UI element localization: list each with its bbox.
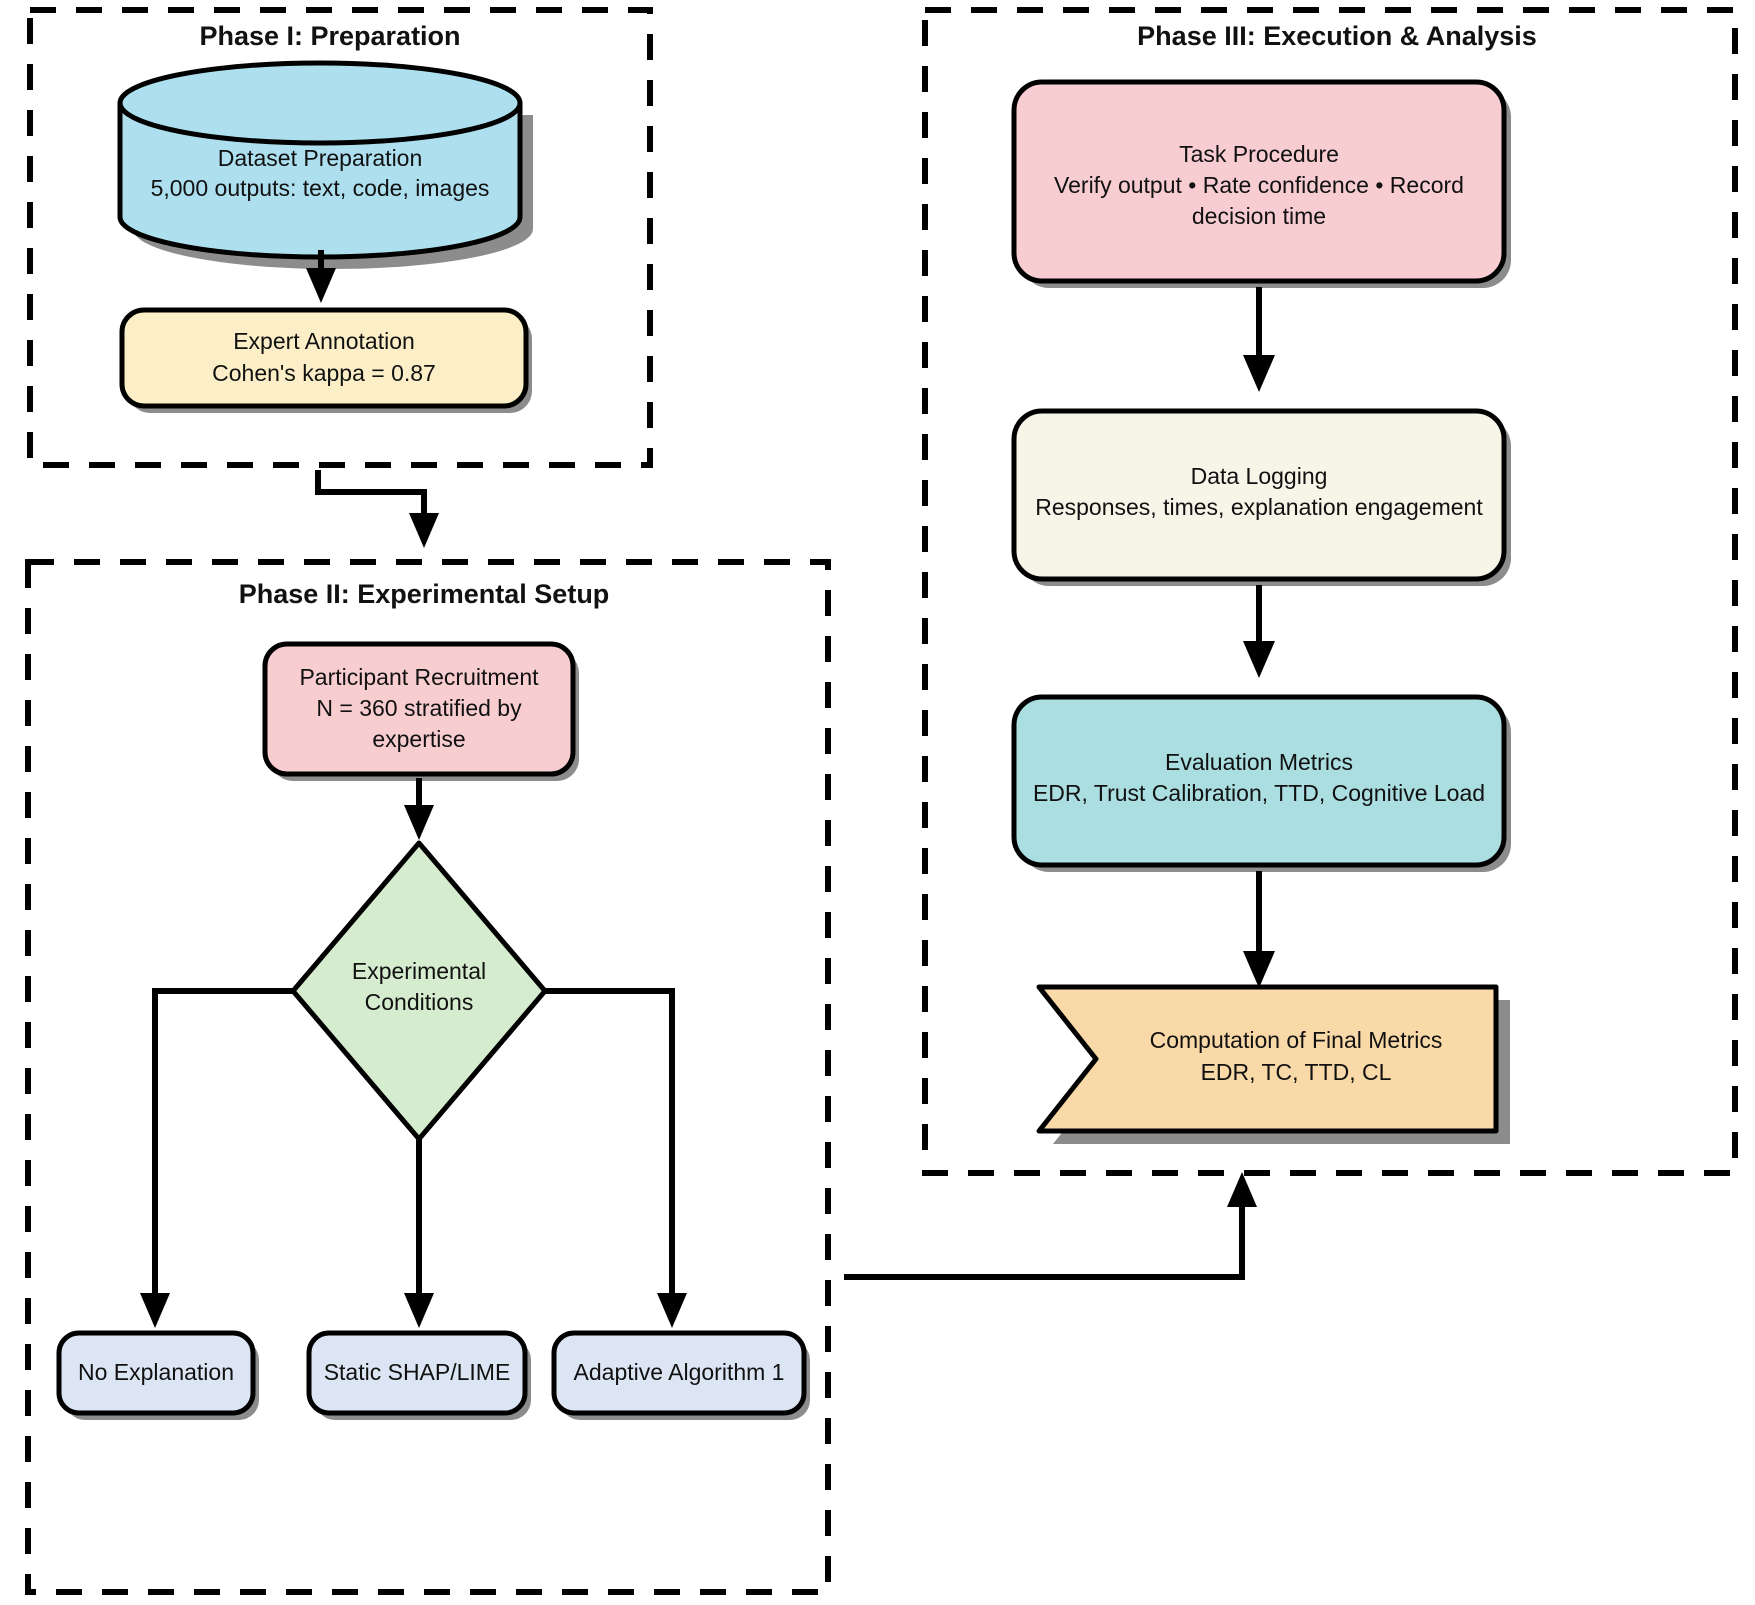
- node-participant-recruitment[interactable]: Participant Recruitment N = 360 stratifi…: [262, 641, 579, 781]
- computation-final-metrics-line-2: EDR, TC, TTD, CL: [1201, 1059, 1392, 1085]
- condition-static-shap-lime-body: [306, 1330, 528, 1416]
- computation-final-metrics-body: [1036, 984, 1499, 1134]
- edge-conditions-to-no-explanation: [140, 988, 293, 1328]
- data-logging-line-1: Data Logging: [1191, 463, 1328, 489]
- condition-adaptive-algorithm-label: Adaptive Algorithm 1: [574, 1359, 785, 1385]
- expert-annotation-line-2: Cohen's kappa = 0.87: [212, 360, 436, 386]
- edge-conditions-to-no-explanation-line: [152, 988, 293, 1307]
- condition-static-shap-lime-label: Static SHAP/LIME: [324, 1359, 511, 1385]
- expert-annotation-line-1: Expert Annotation: [233, 328, 415, 354]
- edge-adaptive-to-phase3: [844, 1172, 1257, 1280]
- participant-recruitment-line-3: expertise: [372, 726, 465, 752]
- condition-no-explanation-label: No Explanation: [78, 1359, 234, 1385]
- phase-1-group: Phase I: Preparation: [27, 7, 653, 468]
- edge-phase1-to-phase2: [315, 470, 439, 548]
- dataset-preparation-line-2: 5,000 outputs: text, code, images: [151, 175, 490, 201]
- phase-3-group: Phase III: Execution & Analysis: [922, 7, 1738, 1176]
- edge-adaptive-to-phase3-line: [844, 1198, 1245, 1280]
- node-task-procedure[interactable]: Task Procedure Verify output • Rate conf…: [1011, 79, 1511, 288]
- phase-1-title: Phase I: Preparation: [199, 21, 460, 51]
- node-data-logging[interactable]: Data Logging Responses, times, explanati…: [1011, 408, 1511, 586]
- edge-conditions-to-no-explanation-arrowhead: [140, 1293, 170, 1328]
- task-procedure-line-3: decision time: [1192, 203, 1326, 229]
- evaluation-metrics-line-1: Evaluation Metrics: [1165, 749, 1353, 775]
- node-dataset-preparation[interactable]: Dataset Preparation 5,000 outputs: text,…: [117, 60, 533, 269]
- dataset-preparation-body: [117, 60, 523, 260]
- phase-1-frame: [27, 7, 653, 468]
- node-evaluation-metrics[interactable]: Evaluation Metrics EDR, Trust Calibratio…: [1011, 694, 1511, 872]
- edge-recruitment-to-conditions: [404, 778, 434, 840]
- edge-logging-to-metrics: [1243, 585, 1275, 678]
- participant-recruitment-line-1: Participant Recruitment: [299, 664, 539, 690]
- data-logging-line-2: Responses, times, explanation engagement: [1035, 494, 1483, 520]
- phase-3-frame: [922, 7, 1738, 1176]
- dataset-preparation-top-ellipse: [117, 102, 523, 146]
- node-expert-annotation[interactable]: Expert Annotation Cohen's kappa = 0.87: [119, 307, 532, 413]
- edge-phase1-to-phase2-line: [315, 470, 427, 530]
- phase-2-frame: [25, 559, 831, 1595]
- evaluation-metrics-line-2: EDR, Trust Calibration, TTD, Cognitive L…: [1033, 780, 1485, 806]
- computation-final-metrics-line-1: Computation of Final Metrics: [1150, 1027, 1443, 1053]
- data-logging-body: [1011, 408, 1507, 582]
- phase-3-title: Phase III: Execution & Analysis: [1137, 21, 1537, 51]
- edge-task-to-logging-arrowhead: [1243, 355, 1275, 392]
- node-condition-no-explanation[interactable]: No Explanation: [56, 1330, 259, 1420]
- edge-recruitment-to-conditions-arrowhead: [404, 805, 434, 840]
- node-experimental-conditions[interactable]: Experimental Conditions: [290, 840, 548, 1142]
- node-condition-adaptive-algorithm[interactable]: Adaptive Algorithm 1: [551, 1330, 810, 1420]
- edge-adaptive-to-phase3-arrowhead: [1227, 1172, 1257, 1207]
- phase-2-title: Phase II: Experimental Setup: [239, 579, 610, 609]
- dataset-preparation-line-1: Dataset Preparation: [218, 145, 423, 171]
- condition-no-explanation-body: [56, 1330, 256, 1416]
- edge-logging-to-metrics-arrowhead: [1243, 641, 1275, 678]
- phase-2-group: Phase II: Experimental Setup: [25, 559, 831, 1595]
- task-procedure-body: [1011, 79, 1507, 284]
- node-computation-final-metrics[interactable]: Computation of Final Metrics EDR, TC, TT…: [1036, 984, 1510, 1144]
- evaluation-metrics-body: [1011, 694, 1507, 868]
- task-procedure-line-2: Verify output • Rate confidence • Record: [1054, 172, 1464, 198]
- edge-conditions-to-adaptive: [545, 988, 687, 1328]
- expert-annotation-body: [119, 307, 529, 409]
- participant-recruitment-line-2: N = 360 stratified by: [316, 695, 522, 721]
- edge-task-to-logging: [1243, 287, 1275, 392]
- edge-conditions-to-adaptive-line: [545, 988, 675, 1307]
- edge-conditions-to-adaptive-arrowhead: [657, 1293, 687, 1328]
- edge-metrics-to-computation-arrowhead: [1243, 951, 1275, 988]
- experimental-conditions-line-1: Experimental: [352, 958, 486, 984]
- edge-conditions-to-static: [404, 1139, 434, 1328]
- edge-metrics-to-computation: [1243, 871, 1275, 988]
- edge-conditions-to-static-arrowhead: [404, 1293, 434, 1328]
- participant-recruitment-body: [262, 641, 576, 777]
- edge-dataset-to-annotation-arrowhead: [306, 268, 336, 303]
- experimental-conditions-line-2: Conditions: [365, 989, 474, 1015]
- condition-adaptive-algorithm-body: [551, 1330, 807, 1416]
- node-condition-static-shap-lime[interactable]: Static SHAP/LIME: [306, 1330, 531, 1420]
- edge-dataset-to-annotation: [306, 250, 336, 303]
- task-procedure-line-1: Task Procedure: [1179, 141, 1339, 167]
- edge-phase1-to-phase2-arrowhead: [409, 513, 439, 548]
